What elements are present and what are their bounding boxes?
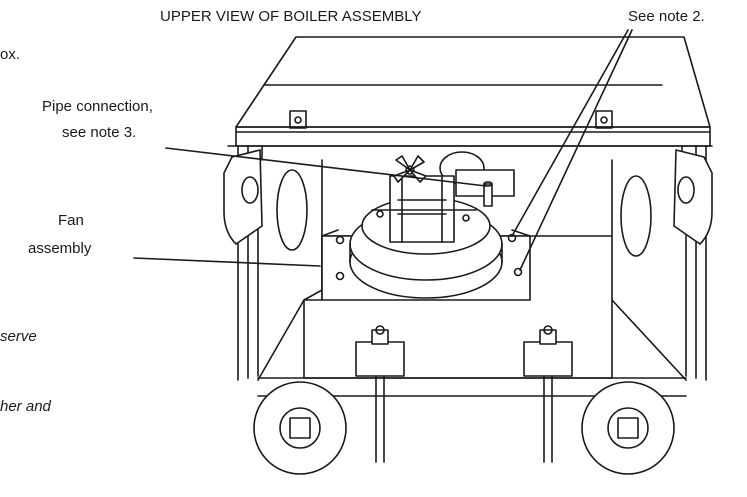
housing-roof xyxy=(227,36,713,147)
cut-off-text-3: her and xyxy=(0,398,51,415)
interior-wall xyxy=(321,159,613,237)
mounting-tab-left xyxy=(289,110,307,129)
cut-off-text-1: ox. xyxy=(0,46,21,63)
side-bracket-right xyxy=(673,149,713,245)
pipe-connection-label-line2: see note 3. xyxy=(62,124,137,141)
wall-opening-right xyxy=(620,175,652,257)
pipe-connection xyxy=(483,181,493,207)
bolt-post-left xyxy=(355,325,405,463)
leader-line-fan xyxy=(133,257,321,267)
mounting-tab-right xyxy=(595,110,613,129)
leader-line-pipe xyxy=(165,147,487,187)
side-bracket-left xyxy=(223,149,263,245)
cut-off-text-2: serve xyxy=(0,328,37,345)
fan-assembly-label-line2: assembly xyxy=(28,240,92,257)
diagram-title: UPPER VIEW OF BOILER ASSEMBLY xyxy=(160,8,422,25)
note2-label: See note 2. xyxy=(628,8,705,25)
pipe-connection-label-line1: Pipe connection, xyxy=(42,98,153,115)
wall-opening-left xyxy=(276,169,308,251)
front-rail xyxy=(235,126,711,147)
bolt-post-right xyxy=(523,325,573,463)
wheel-right xyxy=(581,381,675,475)
leader-line-note2 xyxy=(511,29,633,271)
fan-assembly-label-line1: Fan xyxy=(58,212,84,229)
wheel-left xyxy=(253,381,347,475)
